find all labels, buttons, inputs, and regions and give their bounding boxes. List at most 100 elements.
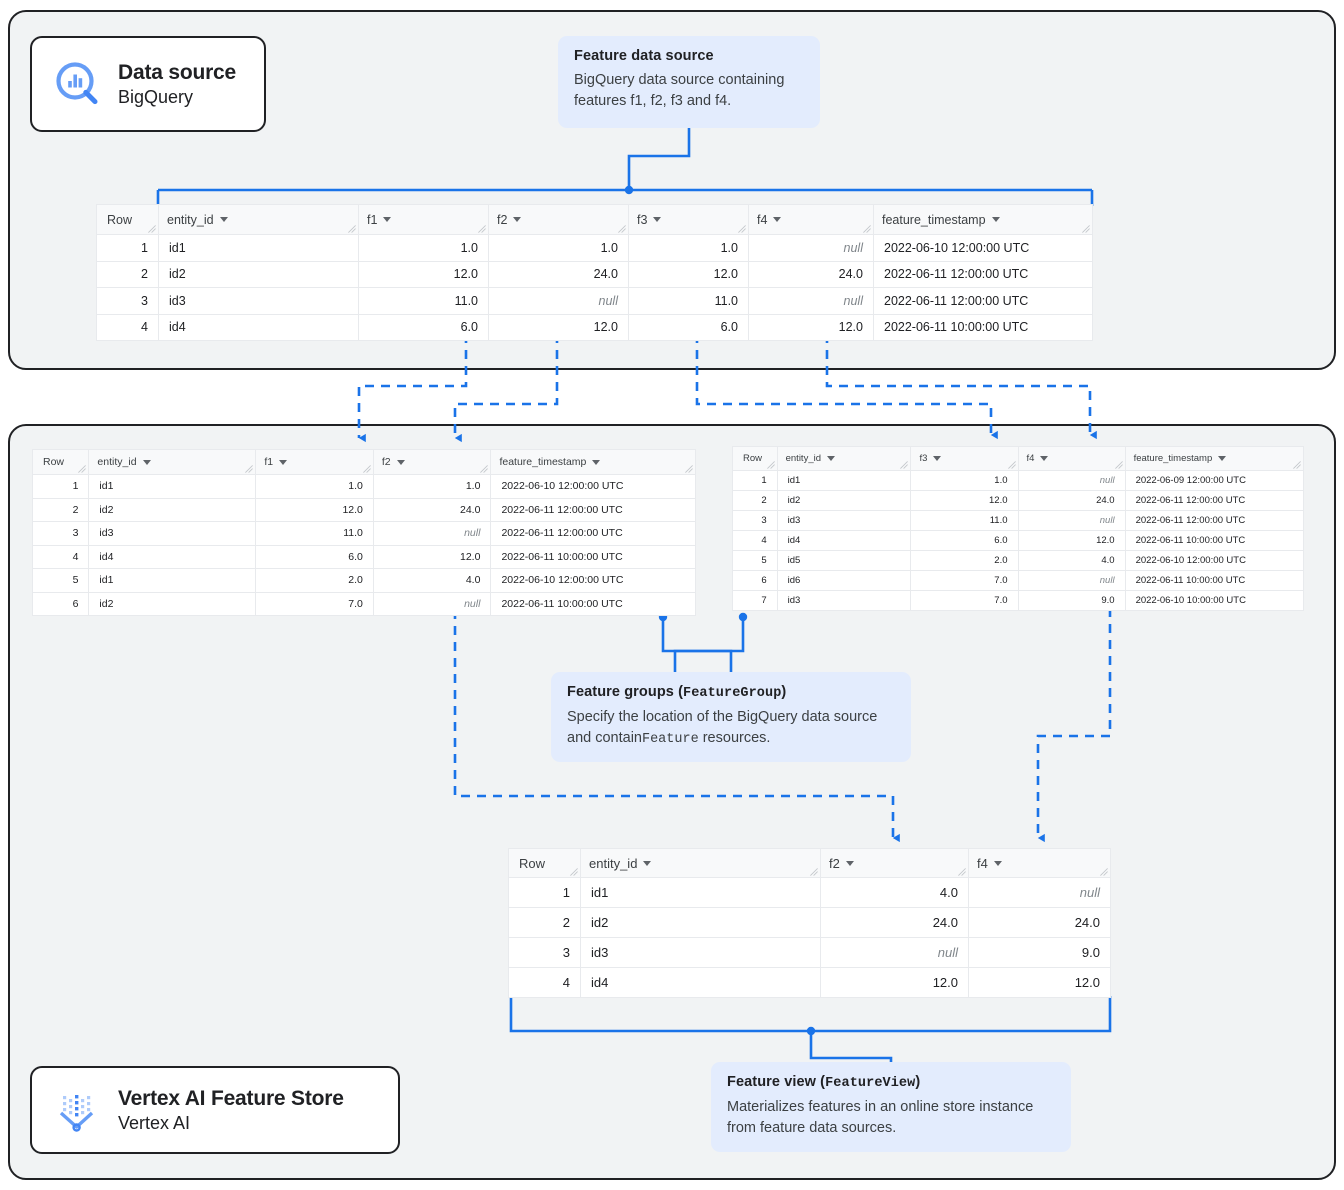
- resize-grip-icon[interactable]: [1114, 461, 1123, 469]
- column-header-entity_id[interactable]: entity_id: [580, 848, 821, 878]
- cell-f3: 2.0: [910, 550, 1019, 571]
- resize-grip-icon[interactable]: [1293, 461, 1301, 469]
- cell-f4: null: [748, 287, 874, 315]
- column-header-f2[interactable]: f2: [820, 848, 969, 878]
- resize-grip-icon[interactable]: [1007, 461, 1016, 469]
- chevron-down-icon[interactable]: [773, 217, 782, 222]
- cell-row-number: 2: [31, 497, 90, 522]
- chevron-down-icon[interactable]: [219, 217, 228, 222]
- cell-entity_id: id1: [158, 234, 359, 262]
- resize-grip-icon[interactable]: [348, 225, 356, 233]
- resize-grip-icon[interactable]: [362, 465, 371, 473]
- cell-entity_id: id1: [88, 568, 257, 593]
- column-header-feature_timestamp[interactable]: feature_timestamp: [490, 449, 696, 475]
- callout-title-suffix: ): [781, 684, 787, 700]
- chevron-down-icon[interactable]: [653, 217, 662, 222]
- column-header-f1[interactable]: f1: [255, 449, 374, 475]
- resize-grip-icon[interactable]: [78, 465, 87, 473]
- callout-body-suffix: resources.: [698, 729, 771, 746]
- cell-row-number: 3: [732, 510, 778, 531]
- chevron-down-icon[interactable]: [383, 217, 392, 222]
- column-header-Row[interactable]: Row: [508, 848, 581, 878]
- column-header-Row[interactable]: Row: [96, 204, 159, 235]
- column-header-f4[interactable]: f4: [968, 848, 1111, 878]
- column-header-f2[interactable]: f2: [488, 204, 629, 235]
- product-card-subtitle: BigQuery: [118, 86, 194, 107]
- cell-row-number: 1: [31, 474, 90, 499]
- column-header-label: entity_id: [167, 212, 214, 227]
- chevron-down-icon[interactable]: [1218, 456, 1227, 461]
- resize-grip-icon[interactable]: [570, 868, 578, 876]
- cell-f4: null: [968, 877, 1111, 908]
- cell-f2: null: [820, 937, 969, 968]
- chevron-down-icon[interactable]: [933, 456, 942, 461]
- resize-grip-icon[interactable]: [148, 225, 156, 233]
- column-header-entity_id[interactable]: entity_id: [776, 446, 912, 471]
- cell-entity_id: id6: [776, 570, 912, 591]
- column-header-label: f4: [757, 212, 768, 227]
- column-header-f1[interactable]: f1: [358, 204, 489, 235]
- column-header-label: f2: [829, 855, 840, 871]
- cell-entity_id: id2: [776, 490, 912, 511]
- chevron-down-icon[interactable]: [513, 217, 522, 222]
- resize-grip-icon[interactable]: [245, 465, 254, 473]
- chevron-down-icon[interactable]: [991, 217, 1000, 222]
- resize-grip-icon[interactable]: [1100, 868, 1108, 876]
- column-header-f3[interactable]: f3: [628, 204, 749, 235]
- column-header-entity_id[interactable]: entity_id: [88, 449, 257, 475]
- cell-feature_timestamp: 2022-06-11 12:00:00 UTC: [490, 521, 696, 546]
- resize-grip-icon[interactable]: [958, 868, 966, 876]
- chevron-down-icon[interactable]: [396, 459, 405, 465]
- chevron-down-icon[interactable]: [993, 860, 1002, 866]
- cell-f1: 1.0: [358, 234, 489, 262]
- cell-entity_id: id4: [88, 544, 257, 569]
- cell-feature_timestamp: 2022-06-11 10:00:00 UTC: [873, 313, 1093, 341]
- chevron-down-icon[interactable]: [1040, 456, 1049, 461]
- resize-grip-icon[interactable]: [900, 461, 909, 469]
- cell-f2: 1.0: [372, 474, 492, 499]
- chevron-down-icon[interactable]: [279, 459, 288, 465]
- cell-f4: 24.0: [1017, 490, 1126, 511]
- callout-feature-data-source: Feature data source BigQuery data source…: [558, 36, 820, 128]
- column-header-f2[interactable]: f2: [372, 449, 492, 475]
- resize-grip-icon[interactable]: [810, 868, 818, 876]
- column-header-feature_timestamp[interactable]: feature_timestamp: [873, 204, 1093, 235]
- resize-grip-icon[interactable]: [766, 461, 775, 469]
- chevron-down-icon[interactable]: [592, 459, 601, 465]
- column-header-feature_timestamp[interactable]: feature_timestamp: [1124, 446, 1305, 471]
- column-header-entity_id[interactable]: entity_id: [158, 204, 359, 235]
- chevron-down-icon[interactable]: [643, 860, 652, 866]
- chevron-down-icon[interactable]: [845, 860, 854, 866]
- column-header-Row[interactable]: Row: [31, 449, 90, 475]
- cell-f1: 2.0: [255, 568, 374, 593]
- cell-row-number: 3: [508, 937, 581, 968]
- chevron-down-icon[interactable]: [827, 456, 835, 461]
- cell-entity_id: id2: [580, 907, 821, 938]
- resize-grip-icon[interactable]: [618, 225, 626, 233]
- column-header-label: feature_timestamp: [882, 212, 986, 227]
- resize-grip-icon[interactable]: [480, 465, 489, 473]
- resize-grip-icon[interactable]: [863, 225, 871, 233]
- resize-grip-icon[interactable]: [1082, 225, 1090, 233]
- chevron-down-icon[interactable]: [142, 459, 151, 465]
- cell-f1: 6.0: [255, 544, 374, 569]
- cell-feature_timestamp: 2022-06-11 10:00:00 UTC: [1124, 530, 1305, 551]
- cell-entity_id: id4: [158, 313, 359, 341]
- resize-grip-icon[interactable]: [478, 225, 486, 233]
- resize-grip-icon[interactable]: [738, 225, 746, 233]
- cell-f4: null: [748, 234, 874, 262]
- column-header-f4[interactable]: f4: [748, 204, 874, 235]
- cell-entity_id: id3: [88, 521, 257, 546]
- column-header-f4[interactable]: f4: [1017, 446, 1126, 471]
- column-header-Row[interactable]: Row: [732, 446, 778, 471]
- column-header-f3[interactable]: f3: [910, 446, 1019, 471]
- resize-grip-icon[interactable]: [685, 465, 693, 473]
